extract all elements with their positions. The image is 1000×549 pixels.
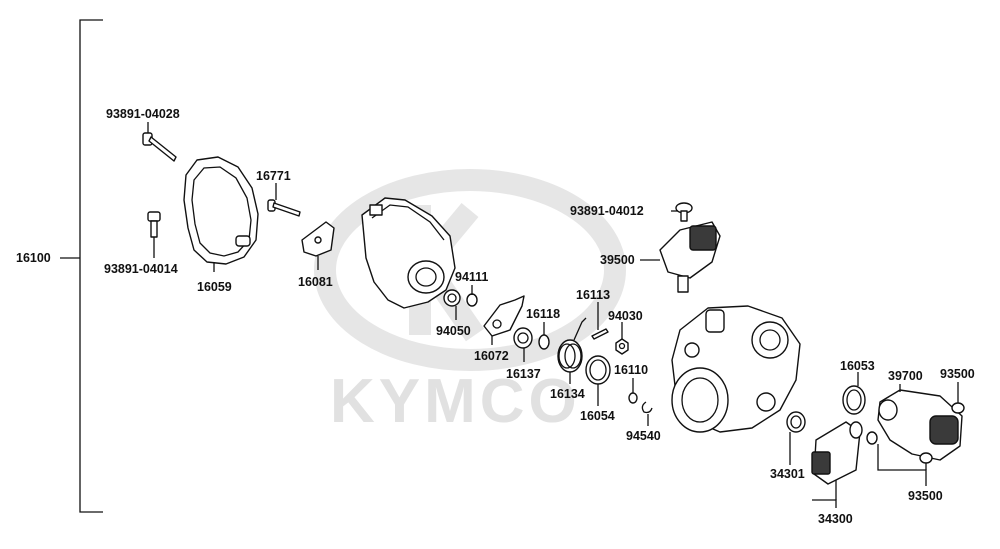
bush-16118: [538, 334, 550, 350]
label-34300: 34300: [818, 512, 853, 526]
label-16771: 16771: [256, 169, 291, 183]
screw-93500-bottom: [919, 452, 933, 464]
cover-16059: [183, 156, 259, 265]
label-16072: 16072: [474, 349, 509, 363]
label-16081: 16081: [298, 275, 333, 289]
label-94111: 94111: [455, 270, 488, 284]
pin-16113: [591, 328, 609, 340]
throttle-housing: [361, 197, 456, 309]
label-16059: 16059: [197, 280, 232, 294]
label-16137: 16137: [506, 367, 541, 381]
label-16134: 16134: [550, 387, 585, 401]
oring-16054: [585, 355, 611, 385]
label-93500-top: 93500: [940, 367, 975, 381]
label-93891-04012: 93891-04012: [570, 204, 644, 218]
lever-16072: [483, 295, 525, 337]
label-93891-04028: 93891-04028: [106, 107, 180, 121]
label-93500-bottom: 93500: [908, 489, 943, 503]
spring-16134: [557, 317, 587, 373]
clip-94540: [641, 401, 653, 414]
label-16100: 16100: [16, 251, 51, 265]
collar-16137: [513, 327, 533, 349]
oring-16053: [842, 385, 866, 415]
label-93891-04014: 93891-04014: [104, 262, 178, 276]
clip-16110: [628, 392, 638, 404]
label-94030: 94030: [608, 309, 643, 323]
actuator-39700: [877, 389, 963, 461]
assembly-bracket: [60, 19, 103, 513]
leader-lines: [147, 122, 959, 508]
nut-94030: [615, 338, 629, 355]
label-16113: 16113: [576, 288, 610, 302]
part-labels: 16100 93891-04028 93891-04014 16059 1677…: [16, 107, 975, 526]
kymco-watermark: KYMCO: [314, 169, 626, 436]
label-34301: 34301: [770, 467, 805, 481]
collar-94050: [443, 289, 461, 307]
screw-93891-04012: [675, 202, 693, 222]
screw-93500-top: [951, 402, 965, 414]
plate-16081: [301, 221, 335, 257]
oring-34301: [786, 411, 806, 433]
label-39700: 39700: [888, 369, 923, 383]
sensor-39500: [659, 221, 721, 293]
label-16053: 16053: [840, 359, 875, 373]
bolt-93891-04028: [142, 132, 177, 162]
bolt-93891-04014: [147, 211, 161, 238]
label-94540: 94540: [626, 429, 661, 443]
washer-94111: [466, 293, 478, 307]
watermark-text: KYMCO: [330, 367, 581, 436]
pin-16771: [267, 199, 301, 217]
label-16118: 16118: [526, 307, 560, 321]
label-39500: 39500: [600, 253, 635, 267]
screw-93500-left: [866, 431, 878, 445]
label-94050: 94050: [436, 324, 471, 338]
label-16110: 16110: [614, 363, 648, 377]
label-16054: 16054: [580, 409, 615, 423]
throttle-body: [671, 305, 801, 433]
injector-34300: [811, 421, 863, 485]
